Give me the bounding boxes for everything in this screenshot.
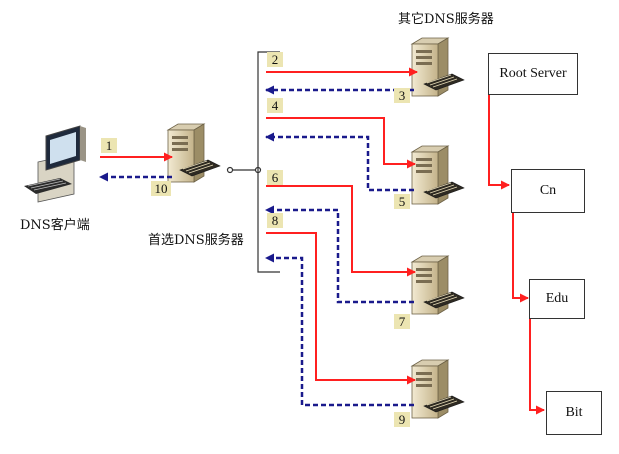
cn-box: Cn bbox=[511, 169, 585, 213]
arrow-step-6 bbox=[266, 185, 416, 277]
preferred-dns-server-label: 首选DNS服务器 bbox=[148, 233, 244, 248]
other-dns-server-icon bbox=[411, 145, 465, 205]
arrow-step-4 bbox=[266, 117, 416, 169]
arrow-step-9 bbox=[265, 253, 414, 407]
step-tag-6: 6 bbox=[267, 170, 283, 185]
step-tag-9: 9 bbox=[394, 412, 410, 427]
step-tag-5: 5 bbox=[394, 194, 410, 209]
other-dns-server-icon bbox=[411, 359, 465, 419]
step-tag-1: 1 bbox=[101, 138, 117, 153]
edu-box: Edu bbox=[529, 279, 585, 319]
step-tag-2: 2 bbox=[267, 52, 283, 67]
arrow-step-5 bbox=[265, 132, 414, 192]
other-dns-server-icon bbox=[411, 37, 465, 97]
step-tag-8: 8 bbox=[267, 213, 283, 228]
other-dns-servers-label: 其它DNS服务器 bbox=[398, 12, 494, 27]
client-computer-icon bbox=[24, 125, 86, 203]
arrow-step-7 bbox=[265, 205, 414, 304]
hierarchy-connectors bbox=[488, 94, 545, 415]
root-server-box: Root Server bbox=[488, 53, 578, 95]
step-tag-7: 7 bbox=[394, 314, 410, 329]
other-dns-server-icon bbox=[411, 255, 465, 315]
preferred-dns-server-icon bbox=[167, 123, 221, 183]
bit-box: Bit bbox=[546, 391, 602, 435]
dns-client-label: DNS客户端 bbox=[20, 218, 90, 233]
step-tag-10: 10 bbox=[151, 181, 171, 196]
step-tag-3: 3 bbox=[394, 88, 410, 103]
arrow-step-8 bbox=[266, 232, 416, 385]
step-tag-4: 4 bbox=[267, 98, 283, 113]
